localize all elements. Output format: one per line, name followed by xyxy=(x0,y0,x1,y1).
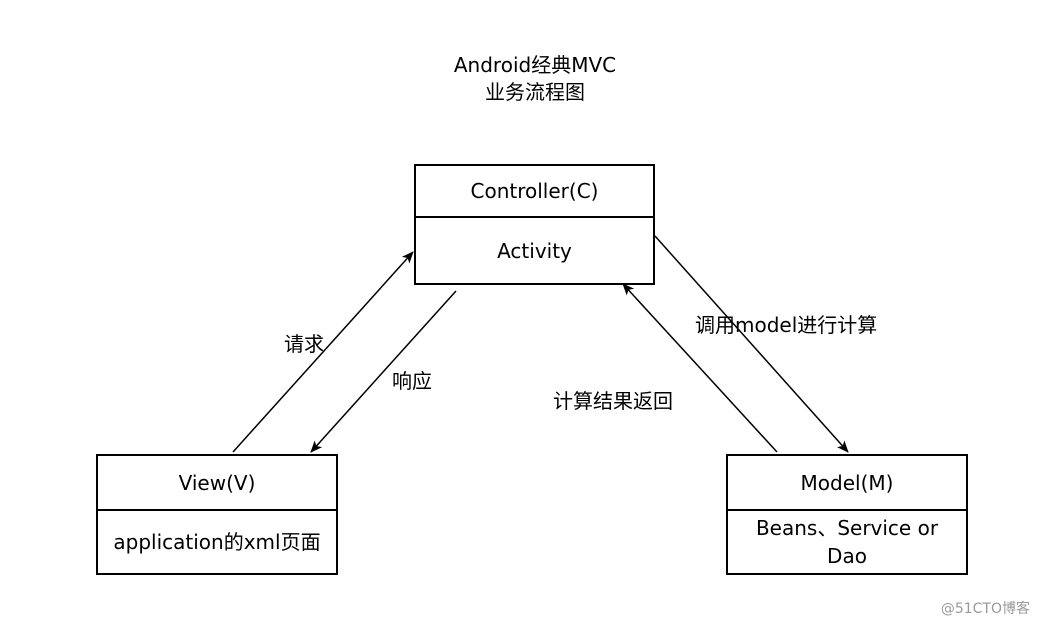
response-arrow xyxy=(310,290,457,453)
watermark: @51CTO博客 xyxy=(940,601,1030,617)
call-model-label: 调用model进行计算 xyxy=(695,313,878,337)
view-node: View(V) application的xml页面 xyxy=(96,454,338,575)
call-model-arrow xyxy=(654,235,849,453)
controller-header: Controller(C) xyxy=(416,166,653,218)
request-arrow xyxy=(232,251,414,453)
response-label: 响应 xyxy=(392,369,432,393)
return-result-label: 计算结果返回 xyxy=(553,389,673,413)
model-node: Model(M) Beans、Service or Dao xyxy=(726,454,968,575)
view-header: View(V) xyxy=(98,456,336,511)
model-body: Beans、Service or Dao xyxy=(755,516,939,568)
return-result-arrow xyxy=(622,283,778,453)
controller-body: Activity xyxy=(497,238,572,263)
request-label: 请求 xyxy=(284,332,324,356)
model-header: Model(M) xyxy=(728,456,966,511)
view-body: application的xml页面 xyxy=(113,530,321,554)
controller-node: Controller(C) Activity xyxy=(414,164,655,285)
diagram-title: Android经典MVC 业务流程图 xyxy=(420,52,650,106)
diagram-title-line-2: 业务流程图 xyxy=(485,80,585,104)
diagram-title-line-1: Android经典MVC xyxy=(453,53,617,77)
